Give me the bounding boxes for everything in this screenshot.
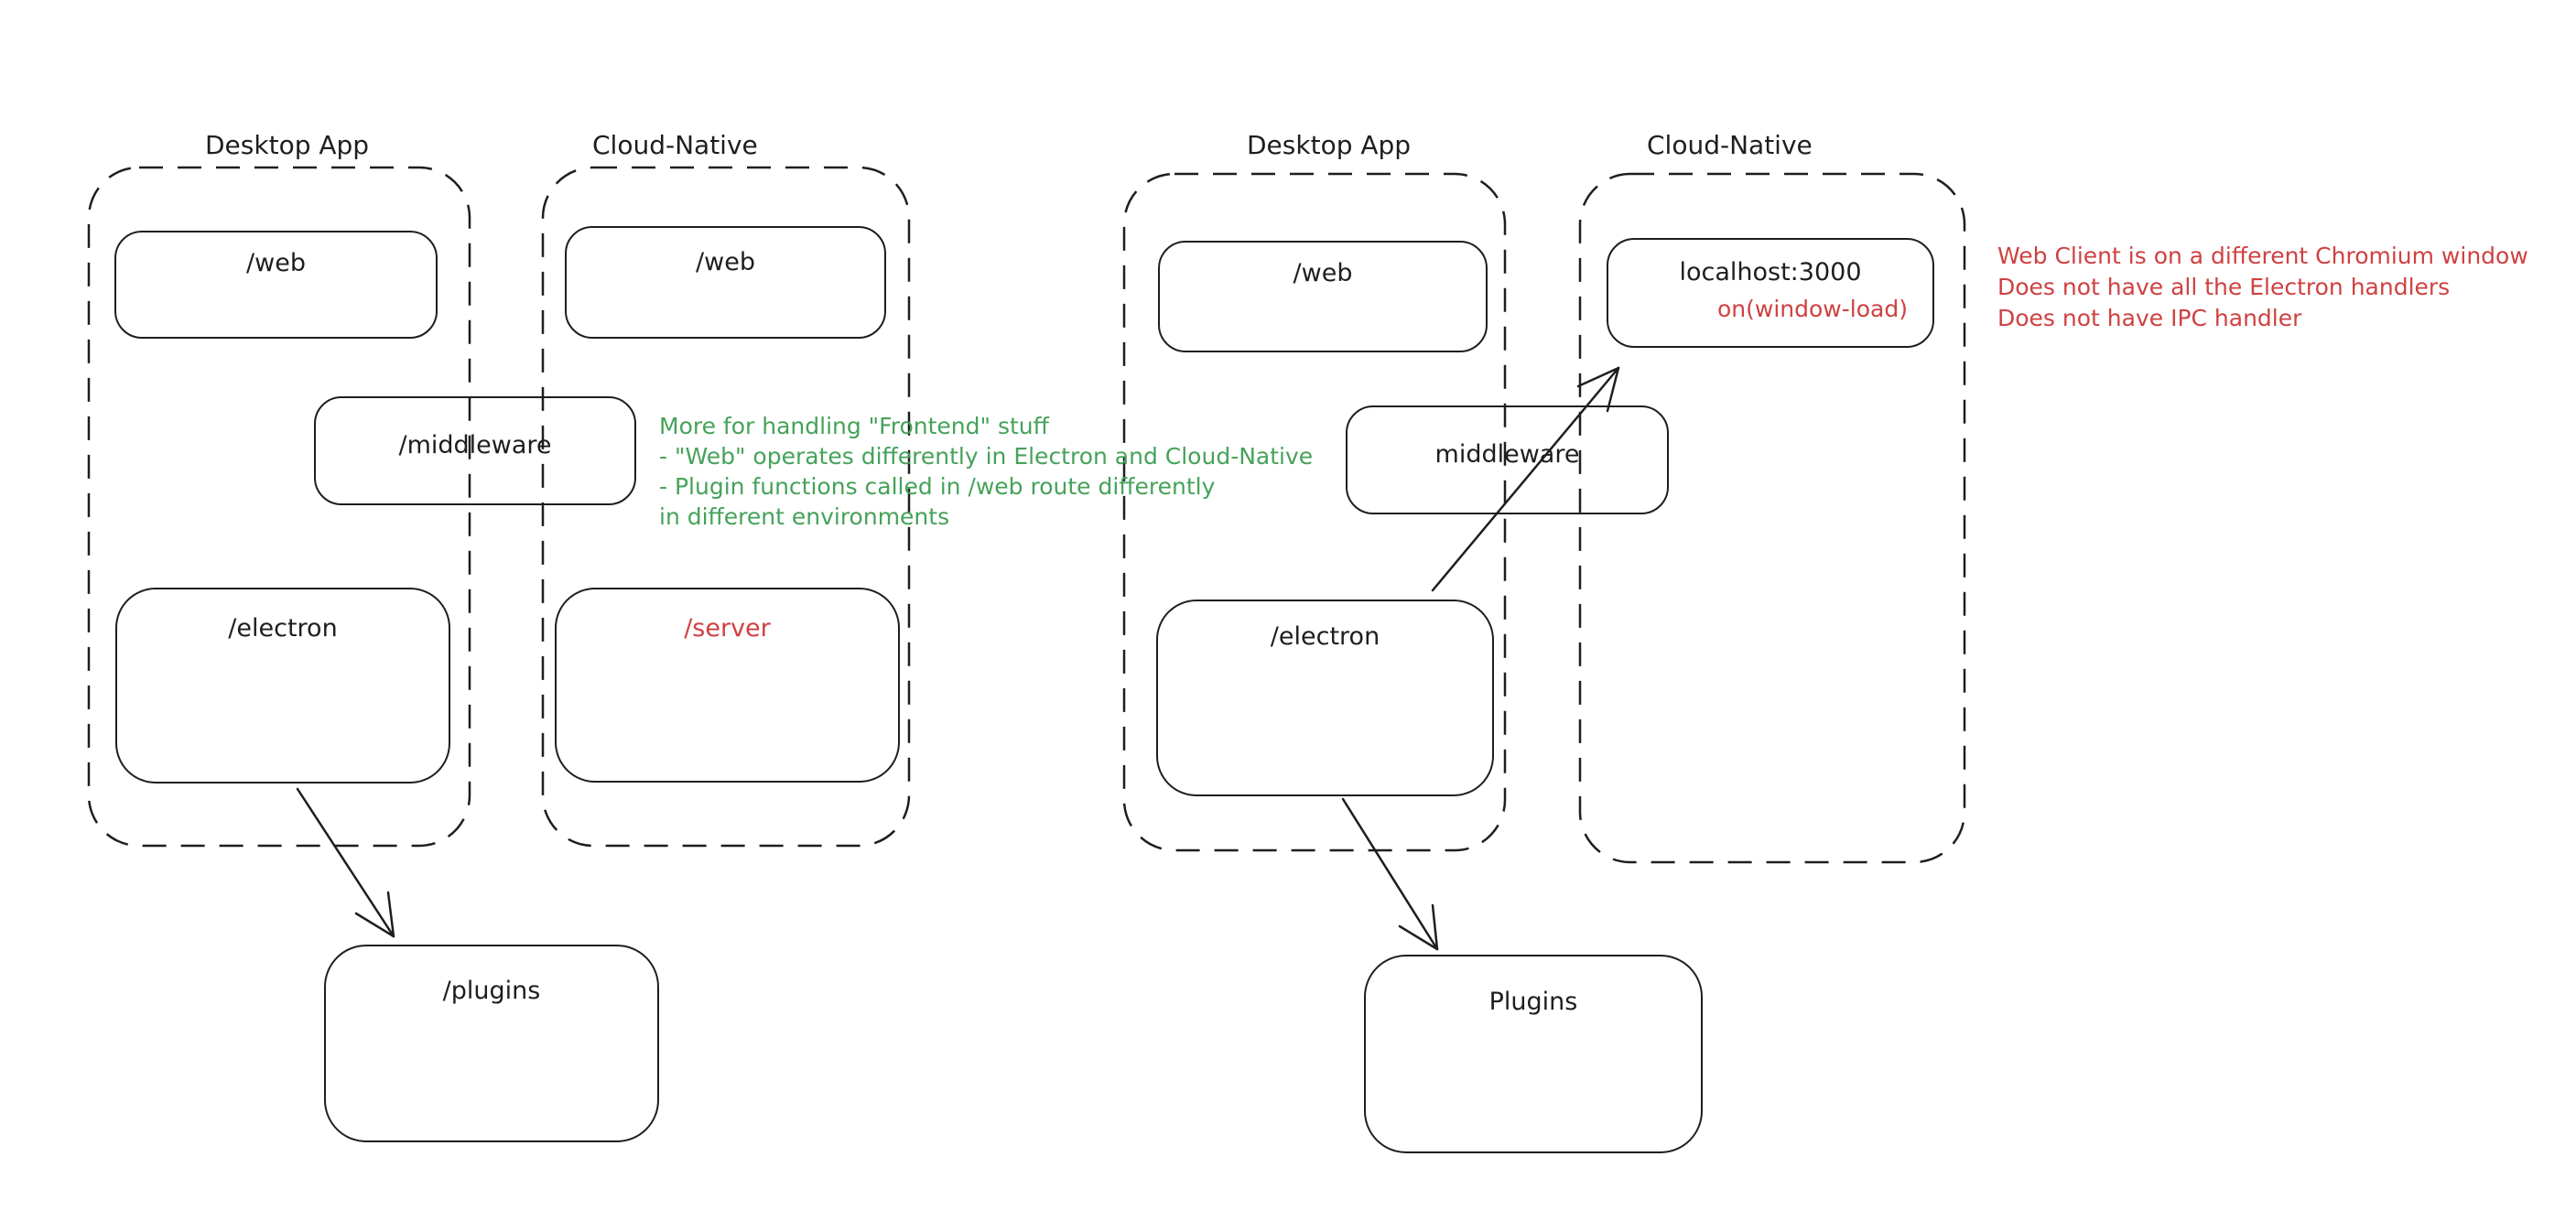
left-middleware-label: /middleware — [398, 431, 552, 459]
right-localhost-event: on(window-load) — [1717, 296, 1908, 322]
right-desktop-app-container — [1122, 172, 1507, 852]
dashed-border — [1122, 172, 1507, 852]
right-electron-box: /electron — [1156, 600, 1494, 796]
green-annotation-line2: - "Web" operates differently in Electron… — [659, 443, 1314, 470]
left-electron-label: /electron — [228, 614, 338, 643]
green-annotation-line3: - Plugin functions called in /web route … — [659, 473, 1216, 500]
green-annotation-line1: More for handling "Frontend" stuff — [659, 413, 1049, 439]
left-electron-box: /electron — [115, 588, 450, 784]
right-electron-label: /electron — [1270, 622, 1380, 651]
left-cloud-web-box: /web — [565, 226, 886, 339]
left-desktop-app-container — [87, 166, 471, 848]
left-desktop-web-label: /web — [246, 249, 306, 277]
left-cloud-native-label: Cloud-Native — [592, 130, 758, 160]
right-localhost-title: localhost:3000 — [1679, 258, 1862, 286]
right-plugins-label: Plugins — [1488, 988, 1578, 1016]
right-desktop-app-label: Desktop App — [1247, 130, 1412, 160]
left-server-label: /server — [684, 614, 771, 643]
dashed-border — [541, 166, 911, 848]
right-middleware-label: middleware — [1434, 440, 1580, 469]
left-middleware-box: /middleware — [314, 396, 636, 505]
left-cloud-native-container — [541, 166, 911, 848]
left-server-box: /server — [555, 588, 900, 783]
red-annotation-line2: Does not have all the Electron handlers — [1997, 274, 2451, 300]
dashed-border — [87, 166, 471, 848]
right-desktop-web-label: /web — [1293, 259, 1353, 287]
left-plugins-label: /plugins — [442, 977, 541, 1005]
right-localhost-box: localhost:3000 on(window-load) — [1607, 238, 1934, 348]
red-annotation-line3: Does not have IPC handler — [1997, 305, 2302, 331]
right-desktop-web-box: /web — [1158, 241, 1488, 352]
right-cloud-native-container — [1578, 172, 1966, 864]
left-desktop-app-label: Desktop App — [205, 130, 370, 160]
dashed-border — [1578, 172, 1966, 864]
right-cloud-native-label: Cloud-Native — [1647, 130, 1813, 160]
left-plugins-box: /plugins — [324, 945, 659, 1142]
red-annotation-line1: Web Client is on a different Chromium wi… — [1997, 243, 2528, 269]
right-middleware-box: middleware — [1346, 405, 1669, 514]
green-annotation: More for handling "Frontend" stuff - "We… — [659, 411, 1313, 532]
left-desktop-web-box: /web — [114, 231, 438, 339]
left-cloud-web-label: /web — [696, 248, 755, 276]
green-annotation-line4: in different environments — [659, 503, 950, 530]
red-annotation: Web Client is on a different Chromium wi… — [1997, 241, 2528, 334]
right-plugins-box: Plugins — [1364, 955, 1703, 1153]
